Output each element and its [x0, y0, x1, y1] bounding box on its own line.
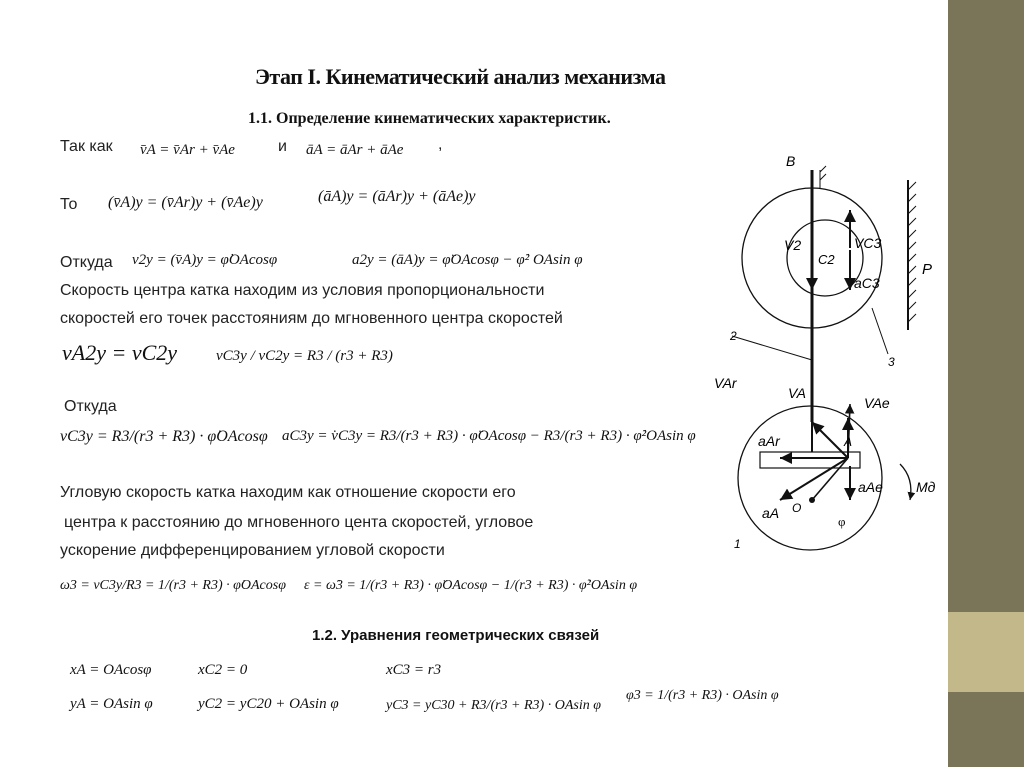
slide: Этап I. Кинематический анализ механизма … — [0, 0, 948, 767]
label-phi: φ — [838, 514, 846, 529]
rod-guide — [819, 165, 827, 188]
callout-3 — [871, 307, 889, 355]
paragraph2-line3: ускорение дифференцированием угловой ско… — [60, 542, 445, 559]
equation-vc3y: vC3y = R3/(r3 + R3) · φ̇OAcosφ — [60, 428, 268, 445]
label-var: VAr — [714, 375, 738, 391]
and-label: и — [278, 138, 287, 155]
paragraph2-line1: Угловую скорость катка находим как отнош… — [60, 484, 516, 501]
mechanism-diagram: B V2 VC3 C2 aC3 P 2 3 VAr VA VAe aAr A a… — [714, 153, 936, 551]
paragraph1-line1: Скорость центра катка находим из условия… — [60, 282, 545, 299]
to-label: То — [60, 196, 78, 213]
equation-omega3: ω3 = vC3y/R3 = 1/(r3 + R3) · φ̇OAcosφ — [60, 578, 286, 593]
side-decor-dark — [948, 0, 1024, 612]
equation-a2y: a2y = (āA)y = φ̈OAcosφ − φ̇² OAsin φ — [352, 252, 583, 268]
geom-ya: yA = OAsin φ — [70, 696, 153, 712]
geom-yc2: yC2 = yC20 + OAsin φ — [198, 696, 339, 712]
equation-aa-y: (āA)y = (āAr)y + (āAe)y — [318, 188, 476, 205]
roller-inner-circle — [786, 219, 864, 297]
equation-epsilon: ε = ω̇3 = 1/(r3 + R3) · φ̈OAcosφ − 1/(r3… — [304, 578, 638, 593]
otkuda-label: Откуда — [60, 254, 113, 271]
label-o: O — [792, 501, 801, 515]
wheel-circle — [737, 405, 883, 551]
label-vc3: VC3 — [854, 235, 881, 251]
geom-phi3: φ3 = 1/(r3 + R3) · OAsin φ — [626, 688, 779, 703]
equation-aa-sum: āA = āAr + āAe — [306, 142, 404, 158]
side-decor-dark-bottom — [948, 692, 1024, 767]
otkuda2-label: Откуда — [64, 398, 117, 415]
tak-kak-label: Так как — [60, 138, 113, 155]
label-2: 2 — [729, 329, 737, 343]
label-aa: aA — [762, 505, 779, 521]
callout-2 — [731, 335, 813, 361]
label-aar: aAr — [758, 433, 781, 449]
equation-va2y: vA2y = vC2y — [62, 340, 178, 365]
label-ac3: aC3 — [854, 275, 880, 291]
label-3: 3 — [888, 355, 895, 369]
label-md: Mд — [916, 479, 936, 495]
section2-heading: 1.2. Уравнения геометрических связей — [312, 627, 600, 644]
geom-yc3: yC3 = yC30 + R3/(r3 + R3) · OAsin φ — [386, 698, 601, 713]
equation-va-sum: v̄A = v̄Ar + v̄Ae — [140, 142, 235, 158]
label-aae: aAe — [858, 479, 883, 495]
label-v2: V2 — [784, 237, 801, 253]
slider-block — [759, 451, 861, 469]
comma: , — [438, 136, 443, 153]
equation-v2y: v2y = (v̄A)y = φ̇OAcosφ — [132, 252, 278, 268]
slide-subtitle: 1.1. Определение кинематических характер… — [248, 110, 611, 127]
label-1: 1 — [734, 537, 741, 551]
label-c2: C2 — [818, 252, 835, 267]
pivot-o — [809, 497, 815, 503]
wall-hatching — [907, 181, 917, 323]
paragraph2-line2: центра к расстоянию до мгновенного цента… — [64, 514, 534, 531]
geom-xa: xA = OAcosφ — [70, 662, 152, 678]
geom-xc3: xC3 = r3 — [386, 662, 442, 678]
geom-xc2: xC2 = 0 — [198, 662, 248, 678]
label-a: A — [843, 435, 852, 449]
paragraph1-line2: скоростей его точек расстояниям до мгнов… — [60, 310, 563, 327]
moment-arc — [899, 463, 916, 501]
slide-title: Этап I. Кинематический анализ механизма — [255, 64, 666, 89]
label-va: VA — [788, 385, 806, 401]
label-vae: VAe — [864, 395, 890, 411]
side-decor-light — [948, 612, 1024, 692]
label-p: P — [922, 261, 932, 278]
equation-va-y: (v̄A)y = (v̄Ar)y + (v̄Ae)y — [108, 194, 263, 211]
equation-ac3y: aC3y = v̇C3y = R3/(r3 + R3) · φ̈OAcosφ −… — [282, 428, 696, 444]
equation-ratio: vC3y / vC2y = R3 / (r3 + R3) — [216, 348, 393, 364]
label-b: B — [786, 153, 795, 169]
